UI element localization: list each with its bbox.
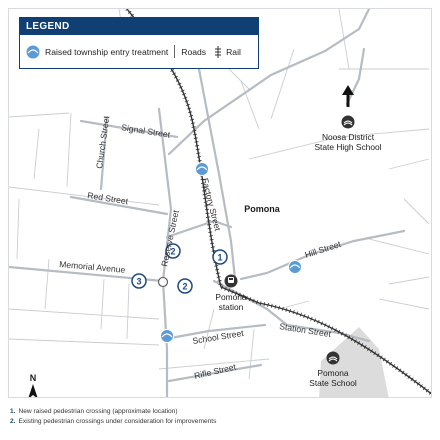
marker-3[interactable]: 3 bbox=[131, 273, 147, 289]
svg-text:1: 1 bbox=[217, 253, 222, 263]
rail-line bbox=[125, 9, 431, 396]
raised-treatment-icon bbox=[26, 45, 40, 58]
note-text: New raised pedestrian crossing (approxim… bbox=[18, 408, 178, 415]
raised-treatment-south bbox=[160, 329, 174, 343]
train-icon bbox=[224, 274, 238, 288]
road-north-east bbox=[345, 47, 366, 106]
road-station-street bbox=[265, 307, 371, 343]
label-state-school-2: State School bbox=[309, 378, 357, 388]
label-pomona-station-1: Pomona bbox=[215, 292, 247, 302]
label-reserve-street: Reserve Street bbox=[159, 209, 181, 268]
note-number: 2. bbox=[10, 418, 16, 425]
road-factory-street bbox=[197, 67, 237, 281]
legend: LEGEND Raised township entry treatment R… bbox=[19, 17, 259, 69]
label-hill-street: Hill Street bbox=[304, 239, 343, 260]
school-icon bbox=[326, 351, 340, 365]
label-pomona-station-2: station bbox=[219, 302, 244, 312]
roads bbox=[9, 9, 406, 397]
note-2: 2.Existing pedestrian crossings under co… bbox=[10, 417, 430, 427]
road-east-main bbox=[167, 9, 371, 156]
raised-treatment-hill bbox=[288, 260, 302, 274]
map-canvas: 1 2 2 3 bbox=[9, 9, 431, 397]
note-1: 1.New raised pedestrian crossing (approx… bbox=[10, 407, 430, 417]
label-state-school-1: Pomona bbox=[317, 368, 349, 378]
note-text: Existing pedestrian crossings under cons… bbox=[18, 418, 217, 425]
road-school-street bbox=[163, 323, 267, 341]
label-high-school-2: State High School bbox=[314, 142, 381, 152]
svg-text:2: 2 bbox=[170, 247, 175, 257]
arrow-up-icon bbox=[342, 85, 354, 107]
road-hill-street bbox=[239, 229, 406, 281]
road-icon bbox=[174, 45, 176, 58]
marker-2-reserve[interactable]: 2 bbox=[165, 243, 181, 259]
svg-text:2: 2 bbox=[182, 282, 187, 292]
school-ground bbox=[319, 327, 389, 397]
label-high-school-1: Noosa District bbox=[322, 132, 375, 142]
map: 1 2 2 3 bbox=[8, 8, 432, 398]
road-cross bbox=[165, 219, 233, 239]
north-arrow-icon: N bbox=[28, 373, 38, 397]
legend-title: LEGEND bbox=[20, 18, 258, 35]
label-signal-street: Signal Street bbox=[121, 122, 172, 140]
svg-text:3: 3 bbox=[136, 277, 141, 287]
road-rifle-street bbox=[167, 363, 263, 383]
label-pomona: Pomona bbox=[244, 204, 280, 214]
svg-text:N: N bbox=[30, 373, 37, 383]
legend-items: Raised township entry treatment Roads Ra… bbox=[20, 35, 258, 68]
road-red-street bbox=[69, 195, 169, 216]
legend-label-rail: Rail bbox=[226, 46, 241, 57]
raised-treatment-north bbox=[195, 162, 209, 176]
rail-icon bbox=[215, 45, 222, 58]
map-notes: 1.New raised pedestrian crossing (approx… bbox=[10, 407, 430, 427]
legend-label-roads: Roads bbox=[181, 46, 207, 57]
school-icon bbox=[341, 115, 355, 129]
roundabout bbox=[157, 276, 169, 288]
marker-1[interactable]: 1 bbox=[212, 249, 228, 265]
label-rifle-street: Rifle Street bbox=[193, 362, 237, 381]
marker-2-station[interactable]: 2 bbox=[177, 278, 193, 294]
legend-label-treatment: Raised township entry treatment bbox=[45, 46, 169, 57]
note-number: 1. bbox=[10, 408, 16, 415]
road-church-street bbox=[99, 115, 109, 191]
